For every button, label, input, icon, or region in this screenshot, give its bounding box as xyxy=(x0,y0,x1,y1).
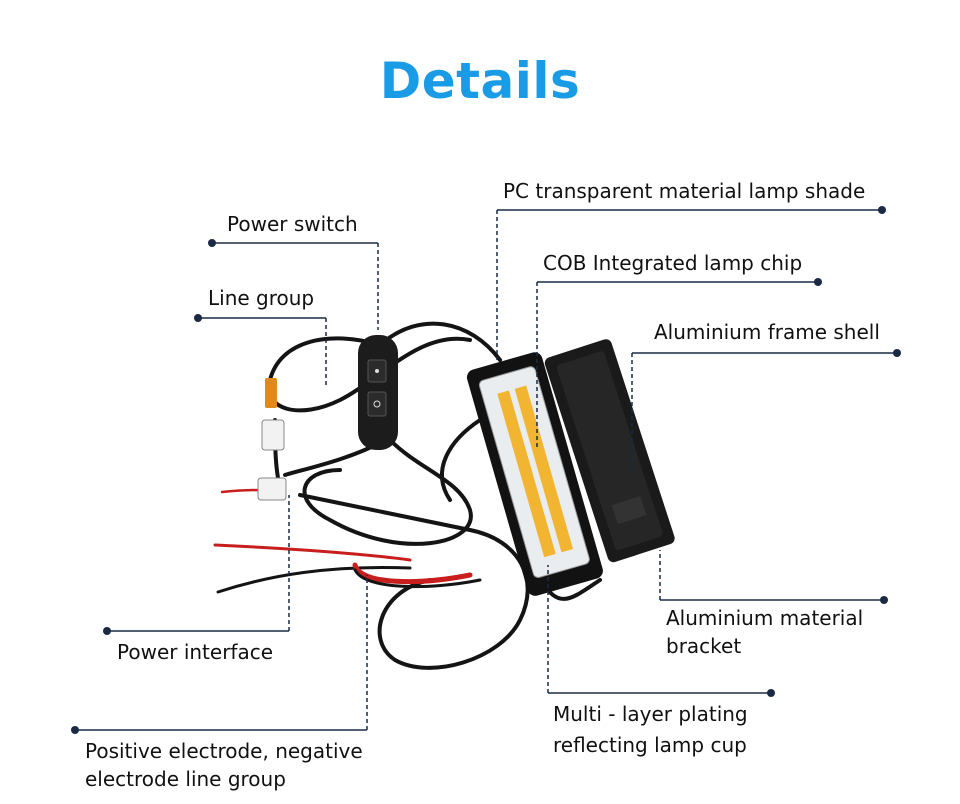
cob-chip-dot xyxy=(814,278,822,286)
power-interface-dot xyxy=(103,627,111,635)
label-power-switch: Power switch xyxy=(227,212,358,236)
leader-dots xyxy=(71,206,901,734)
label-plating-1: Multi - layer plating xyxy=(553,702,748,726)
lamp-body xyxy=(466,352,603,596)
label-pc-shade: PC transparent material lamp shade xyxy=(503,179,866,203)
bracket-dot xyxy=(880,596,888,604)
label-power-interface: Power interface xyxy=(117,640,274,664)
label-electrode-1: Positive electrode, negative xyxy=(85,739,363,763)
label-cob-chip: COB Integrated lamp chip xyxy=(543,251,803,275)
pc-shade-dot xyxy=(878,206,886,214)
label-bracket-2: bracket xyxy=(666,634,742,658)
label-plating-2: reflecting lamp cup xyxy=(553,733,747,757)
frame-shell-dot xyxy=(893,349,901,357)
label-frame-shell: Aluminium frame shell xyxy=(654,320,880,344)
plating-dot xyxy=(767,689,775,697)
label-line-group: Line group xyxy=(208,286,315,310)
leader-lines xyxy=(75,209,897,731)
label-electrode-2: electrode line group xyxy=(85,767,286,791)
power-switch-body xyxy=(358,335,398,450)
bracket-body xyxy=(544,339,675,563)
label-bracket-1: Aluminium material xyxy=(666,606,864,630)
page-title: Details xyxy=(379,52,581,110)
power-switch-dot xyxy=(208,239,216,247)
electrode-dot xyxy=(71,726,79,734)
product-photo xyxy=(213,321,675,670)
line-group-dot xyxy=(194,314,202,322)
